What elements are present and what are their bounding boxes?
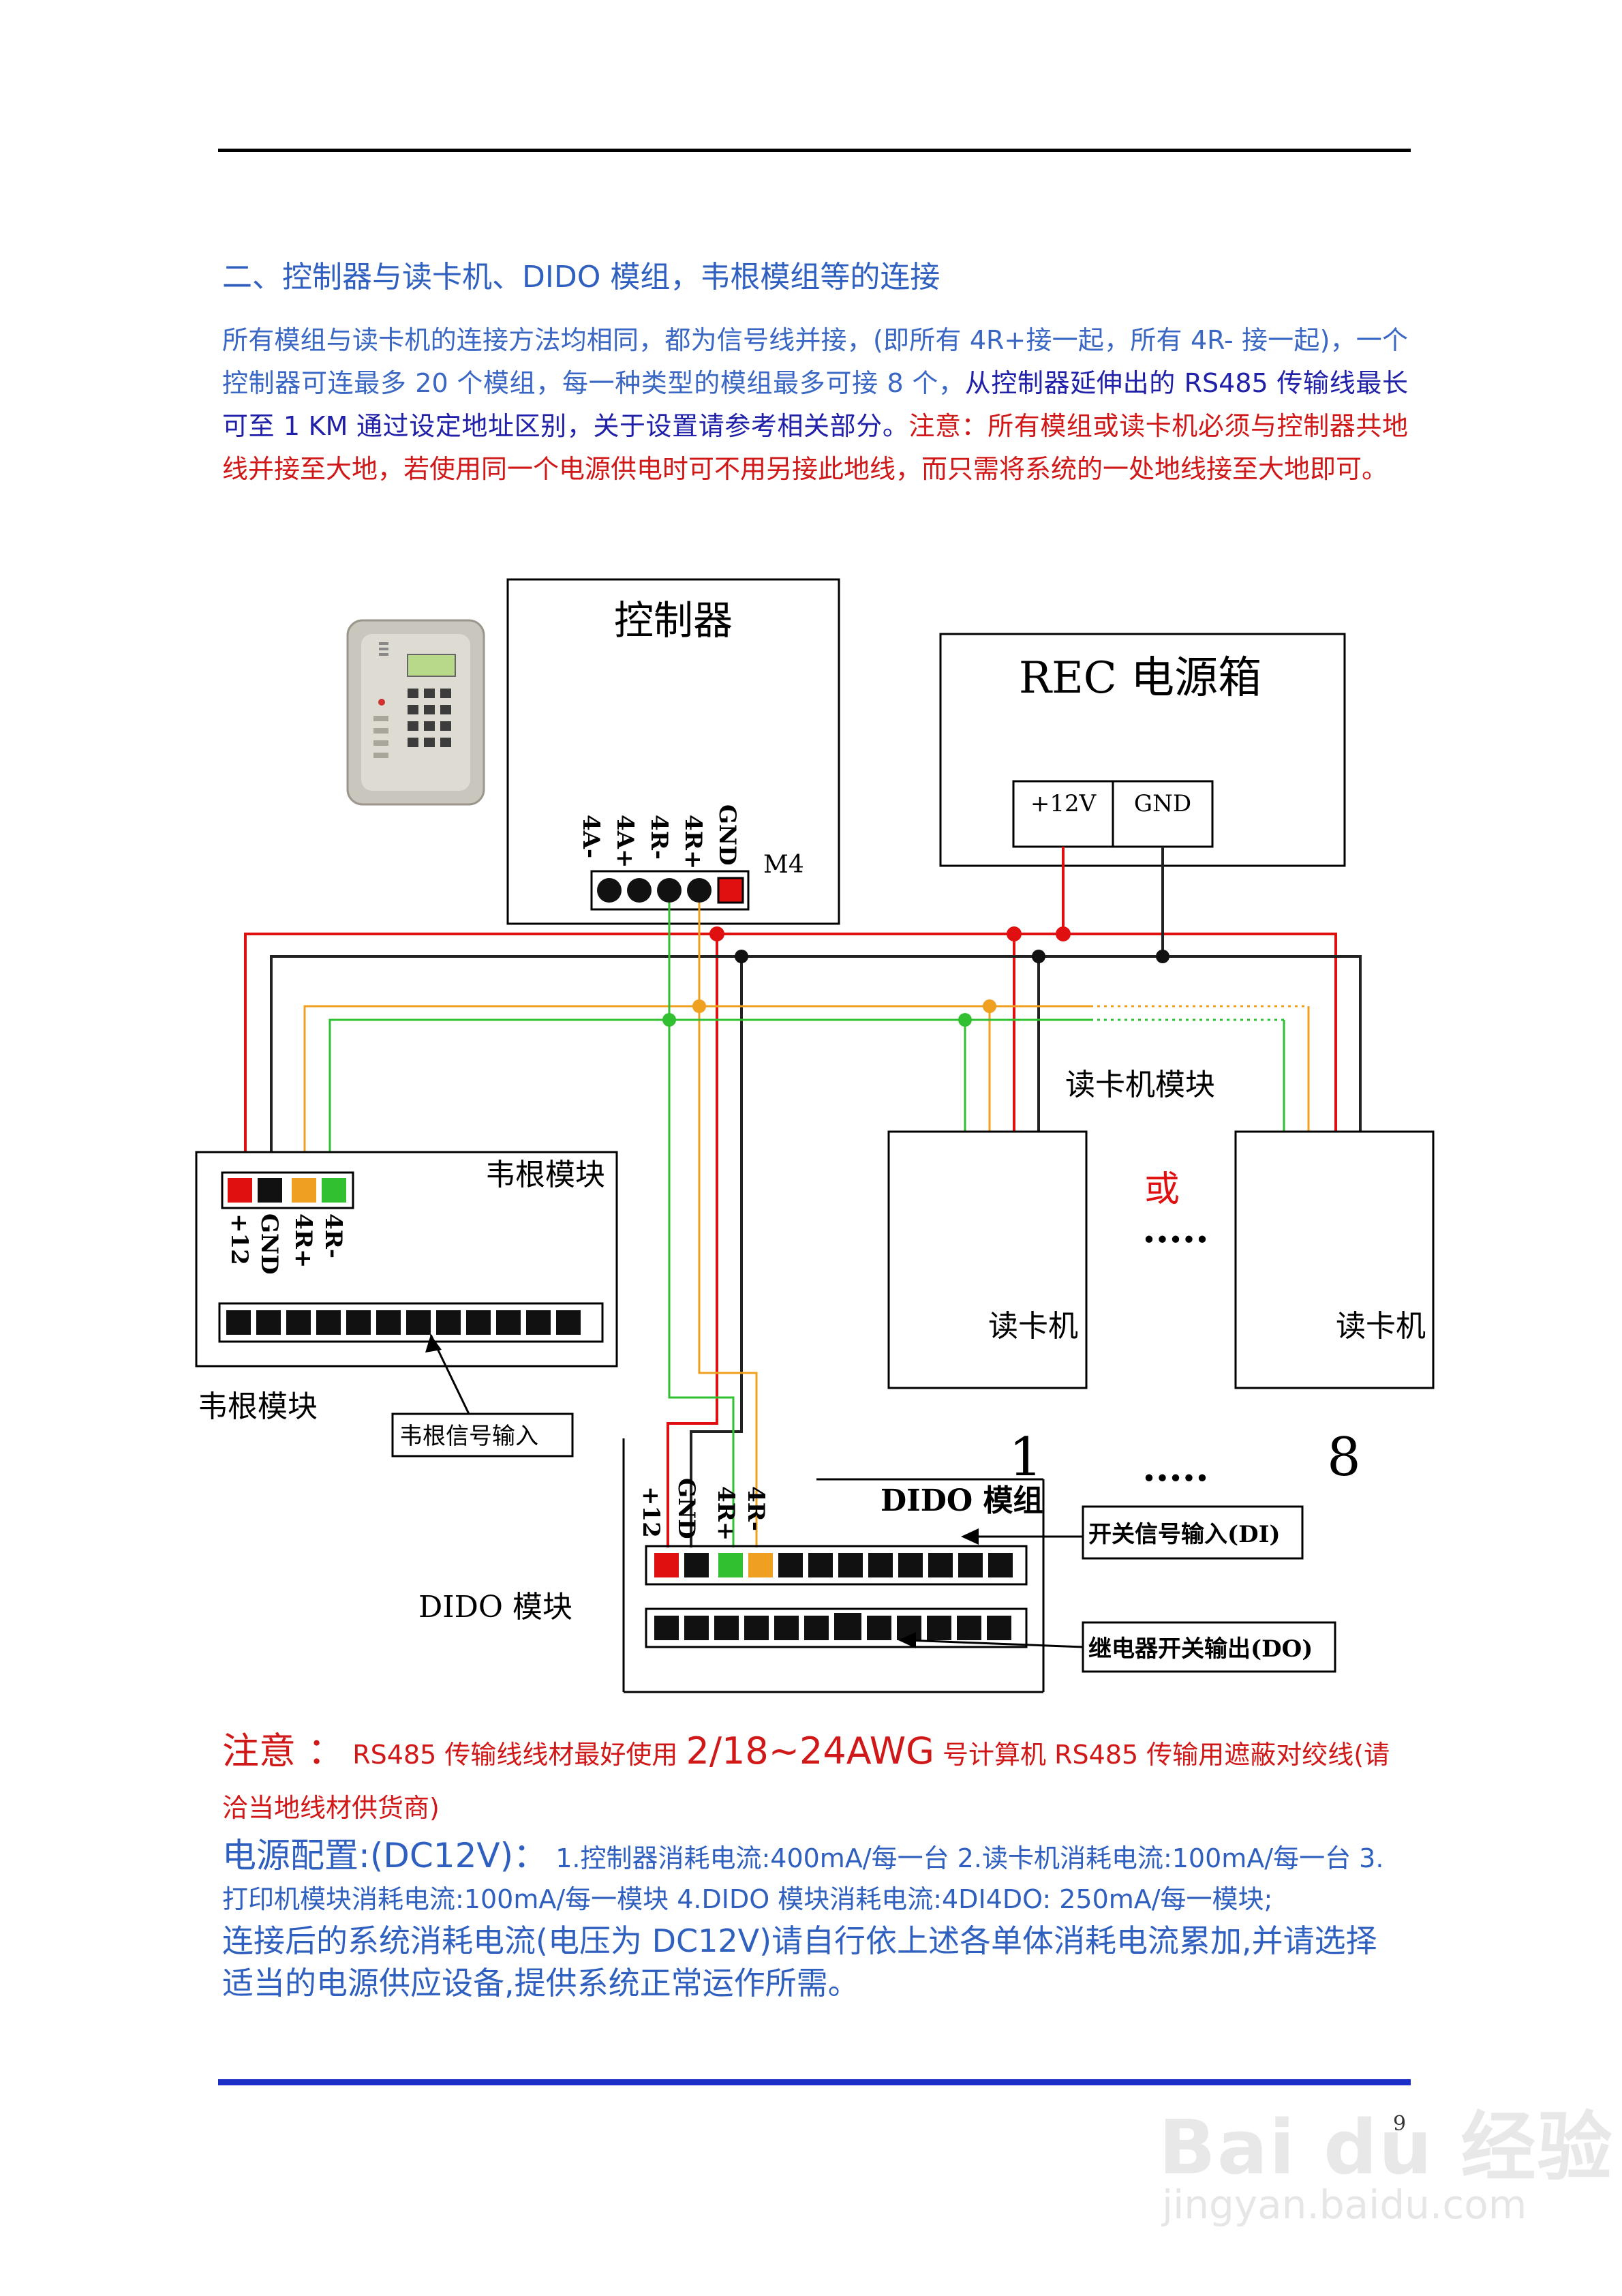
dido-outside-label: DIDO 模块 bbox=[418, 1590, 572, 1625]
terminal-4a-minus bbox=[597, 878, 622, 903]
wire-orange bbox=[303, 903, 1310, 1547]
controller-title: 控制器 bbox=[614, 597, 733, 644]
dido-terminal-4r-plus bbox=[718, 1553, 743, 1577]
dido-pin-4r-minus: 4R- bbox=[742, 1486, 769, 1531]
wiegand-pin-plus12: +12 bbox=[226, 1213, 253, 1265]
wiegand-outside-label: 韦根模块 bbox=[198, 1389, 318, 1424]
footer-rule bbox=[218, 2079, 1411, 2085]
card-reader-8 bbox=[1234, 1130, 1435, 1389]
power-config-block: 电源配置:(DC12V)： 1.控制器消耗电流:400mA/每一台 2.读卡机消… bbox=[222, 1835, 1408, 2004]
header-rule bbox=[218, 149, 1411, 152]
reader-module-label: 读卡机模块 bbox=[1065, 1068, 1215, 1102]
wiegand-pin-4r-minus: 4R- bbox=[320, 1213, 347, 1258]
power-gnd-label: GND bbox=[1134, 790, 1191, 817]
watermark-logo: Bai du 经验 bbox=[1159, 2104, 1614, 2191]
wiegand-input-callout bbox=[391, 1413, 574, 1457]
power-box bbox=[939, 633, 1346, 867]
reader-number-8: 8 bbox=[1327, 1427, 1361, 1488]
card-reader-1 bbox=[887, 1130, 1088, 1389]
dido-di-block bbox=[645, 1545, 1028, 1586]
note-block: 注意 ： RS485 传输线线材最好使用 2/18~24AWG 号计算机 RS4… bbox=[222, 1725, 1408, 1834]
di-label: 开关信号输入(DI) bbox=[1088, 1521, 1281, 1548]
wiegand-pin-4r-plus: 4R+ bbox=[290, 1213, 317, 1268]
controller-pin-4a-plus: 4A+ bbox=[611, 815, 639, 868]
dido-terminal-gnd bbox=[684, 1553, 709, 1577]
wiegand-box bbox=[195, 1151, 618, 1368]
intro-paragraph: 所有模组与读卡机的连接方法均相同，都为信号线并接，(即所有 4R+接一起，所有 … bbox=[222, 319, 1408, 491]
wiring-diagram: 控制器 4A- 4A+ 4R- 4R+ GND M4 REC 电源箱 +12V … bbox=[195, 578, 1435, 1693]
dido-pin-plus12: +12 bbox=[637, 1486, 664, 1538]
reader-number-1: 1 bbox=[1009, 1427, 1043, 1488]
junction-dots bbox=[662, 926, 1169, 1027]
wire-red bbox=[244, 847, 1337, 1547]
do-callout-arrow bbox=[906, 1639, 1084, 1648]
or-label: 或 bbox=[1144, 1169, 1180, 1210]
power-config-line1: 1.控制器消耗电流:400mA/每一台 2.读卡机消耗电流:100mA/每一台 … bbox=[222, 1843, 1384, 1914]
controller-pin-gnd: GND bbox=[714, 804, 741, 866]
keypad-photo bbox=[346, 619, 485, 806]
do-label: 继电器开关输出(DO) bbox=[1088, 1635, 1313, 1663]
controller-pin-4r-minus: 4R- bbox=[645, 815, 673, 860]
note-text1: RS485 传输线线材最好使用 bbox=[352, 1740, 678, 1770]
dido-do-block bbox=[645, 1607, 1028, 1648]
wiegand-input-label: 韦根信号输入 bbox=[399, 1423, 538, 1450]
wiegand-terminal-block bbox=[221, 1171, 354, 1209]
controller-pin-4r-plus: 4R+ bbox=[679, 815, 707, 869]
dido-di-terminals bbox=[778, 1553, 1013, 1577]
power-config-line2: 连接后的系统消耗电流(电压为 DC12V)请自行依上述各单体消耗电流累加,并请选… bbox=[222, 1922, 1377, 2002]
note-text2: 号计算机 RS485 传输用遮蔽对绞线(请洽当地线材供货商) bbox=[222, 1740, 1390, 1823]
card-reader-1-label: 读卡机 bbox=[988, 1309, 1078, 1344]
controller-pin-4a-minus: 4A- bbox=[577, 815, 605, 858]
wire-black bbox=[270, 847, 1362, 1547]
wiegand-input-terminals bbox=[226, 1310, 581, 1335]
dido-do-terminals bbox=[654, 1613, 1011, 1640]
terminal-4r-plus bbox=[687, 878, 711, 903]
para-part2: 从控制器延伸出的 RS485 传输线最长可至 1 KM 通过设定地址区别，关于设… bbox=[222, 368, 1408, 441]
power-plus-label: +12V bbox=[1030, 790, 1097, 817]
note-label: 注意 ： bbox=[222, 1729, 345, 1772]
terminal-4r-minus bbox=[657, 878, 682, 903]
power-box-title: REC 电源箱 bbox=[1019, 653, 1261, 704]
ellipsis-2: ..... bbox=[1142, 1445, 1208, 1490]
terminal-gnd bbox=[717, 877, 744, 904]
para-part1: 所有模组与读卡机的连接方法均相同，都为信号线并接，(即所有 4R+接一起，所有 … bbox=[222, 325, 1408, 398]
wiegand-box-title: 韦根模块 bbox=[485, 1158, 605, 1192]
dido-title: DIDO 模组 bbox=[881, 1483, 1043, 1518]
dido-terminal-plus12 bbox=[654, 1553, 679, 1577]
wiegand-terminal-gnd bbox=[258, 1178, 282, 1203]
wire-green bbox=[328, 903, 1285, 1547]
wiegand-input-block bbox=[218, 1302, 604, 1343]
terminal-4a-plus bbox=[627, 878, 652, 903]
wiegand-terminal-4r-plus bbox=[292, 1178, 316, 1203]
card-reader-8-label: 读卡机 bbox=[1336, 1309, 1426, 1344]
section-heading: 二、控制器与读卡机、DIDO 模组，韦根模组等的连接 bbox=[222, 260, 940, 294]
dido-pin-4r-plus: 4R+ bbox=[712, 1486, 739, 1541]
dido-pin-gnd: GND bbox=[673, 1478, 700, 1539]
wiegand-terminal-4r-minus bbox=[322, 1178, 346, 1203]
controller-box bbox=[506, 578, 840, 925]
di-callout bbox=[1082, 1505, 1304, 1560]
wiegand-terminal-plus12 bbox=[228, 1178, 252, 1203]
connector-label-m4: M4 bbox=[763, 851, 804, 879]
power-config-label: 电源配置:(DC12V)： bbox=[222, 1836, 548, 1875]
wiegand-pin-gnd: GND bbox=[256, 1213, 283, 1275]
ellipsis-1: ..... bbox=[1142, 1207, 1208, 1252]
page-number: 9 bbox=[1393, 2112, 1407, 2136]
dido-terminal-4r-minus bbox=[748, 1553, 773, 1577]
watermark-url: jingyan.baidu.com bbox=[1162, 2181, 1527, 2228]
note-spec: 2/18~24AWG bbox=[686, 1729, 934, 1772]
para-warning: 注意：所有模组或读卡机必须与控制器共地线并接至大地，若使用同一个电源供电时可不用… bbox=[222, 411, 1408, 484]
